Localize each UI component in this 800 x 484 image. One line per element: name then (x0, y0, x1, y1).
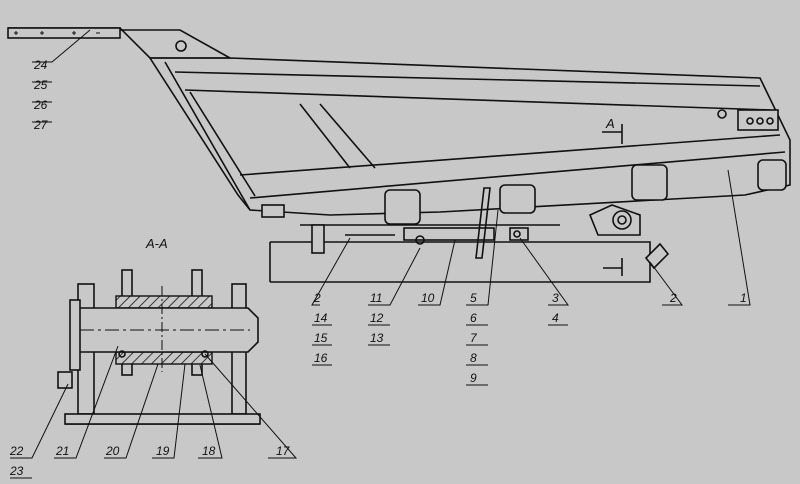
leader-lines (10, 29, 751, 479)
section-marker: А (605, 116, 615, 131)
label-9: 9 (470, 371, 477, 385)
label-26: 26 (33, 98, 48, 112)
label-11: 11 (370, 291, 382, 305)
callout-labels: 24 25 26 27 1 2 3 4 5 6 7 8 9 10 11 12 1… (9, 58, 747, 478)
label-24: 24 (33, 58, 48, 72)
label-1: 1 (740, 291, 747, 305)
label-17: 17 (276, 444, 291, 458)
label-23: 23 (9, 464, 24, 478)
label-6: 6 (470, 311, 477, 325)
label-3: 3 (552, 291, 559, 305)
label-15: 15 (314, 331, 328, 345)
label-2-rear: 2 (669, 291, 677, 305)
label-4: 4 (552, 311, 559, 325)
label-8: 8 (470, 351, 477, 365)
label-2: 2 (313, 291, 321, 305)
label-27: 27 (33, 118, 49, 132)
label-14: 14 (314, 311, 328, 325)
label-19: 19 (156, 444, 170, 458)
section-a-a: А-А (57, 236, 261, 425)
label-16: 16 (314, 351, 328, 365)
section-title: А-А (145, 236, 168, 251)
label-7: 7 (470, 331, 478, 345)
label-12: 12 (370, 311, 384, 325)
label-21: 21 (55, 444, 69, 458)
label-22: 22 (9, 444, 24, 458)
label-13: 13 (370, 331, 384, 345)
dump-body: А (7, 27, 791, 283)
label-10: 10 (421, 291, 435, 305)
label-18: 18 (202, 444, 216, 458)
label-25: 25 (33, 78, 48, 92)
label-5: 5 (470, 291, 477, 305)
label-20: 20 (105, 444, 120, 458)
